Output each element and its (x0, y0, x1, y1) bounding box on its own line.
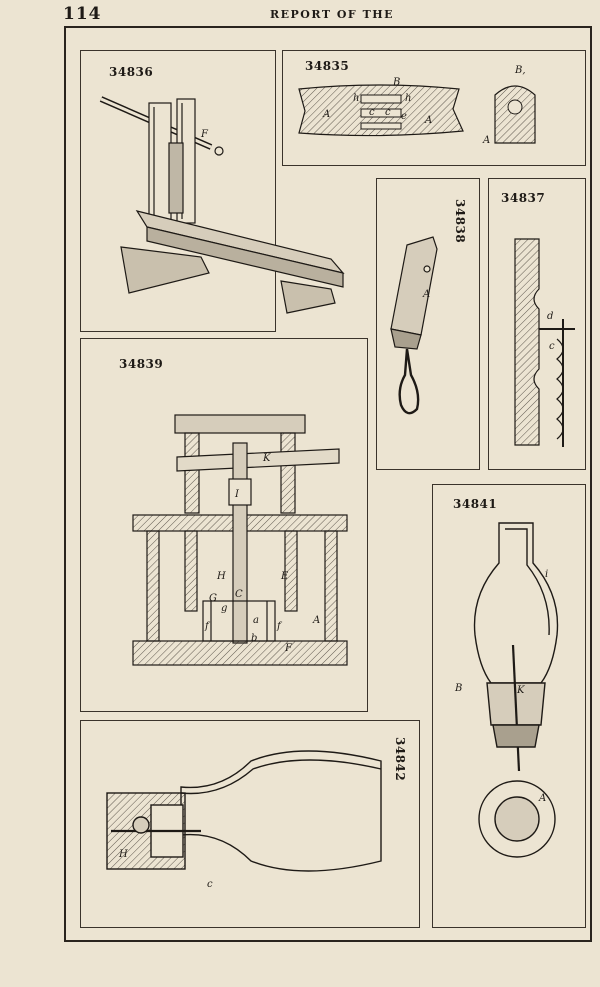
figure-34837-letter-d: d (547, 311, 553, 322)
figure-34841-letter-A: A (538, 793, 546, 804)
page-header: 114 REPORT OF THE (0, 0, 600, 28)
figure-34837-number: 34837 (501, 191, 546, 205)
figure-34838-letter-A: A (422, 289, 430, 300)
figure-34835-number: 34835 (305, 59, 350, 73)
figure-34839-letter-C: C (235, 589, 243, 600)
figure-34839-letter-K: K (262, 453, 271, 464)
figure-34835-letter-e: e (401, 111, 407, 122)
figure-34841-letter-B: B (454, 683, 462, 694)
figure-34835-letter-h-2: h (405, 93, 411, 104)
figure-34839-letter-G: G (209, 593, 217, 604)
figure-34841-number: 34841 (453, 497, 498, 511)
figure-34839-letter-E: E (280, 571, 289, 582)
figure-34838-panel: 34838 A (376, 178, 480, 470)
figure-34835-letter-c-2: c (385, 107, 391, 118)
figure-34842-panel: 34842 H c (80, 720, 420, 928)
figure-34835-letter-c-1: c (369, 107, 375, 118)
figure-34839-number: 34839 (119, 357, 164, 371)
figure-34836-drawing: F (99, 96, 345, 314)
figure-34839-letter-f-2: f (276, 621, 283, 632)
figure-34836-number: 34836 (109, 65, 154, 79)
figure-34839-letter-F: F (284, 643, 293, 654)
figure-34842-drawing: H c (106, 750, 382, 890)
figure-34835-letter-h-1: h (353, 93, 359, 104)
figure-34836-letter-F: F (200, 129, 209, 140)
figure-34841-letter-K: K (516, 685, 525, 696)
figure-34839-panel: 34839 K I H C E G (80, 338, 368, 712)
figure-34841-drawing: i B K A (454, 522, 559, 858)
figure-34839-letter-f-1: f (204, 621, 211, 632)
figure-34837-letter-c: c (549, 341, 555, 352)
figure-34839-letter-g: g (221, 603, 227, 614)
figure-34839-letter-a: a (253, 615, 259, 626)
figure-34842-letter-c: c (207, 879, 213, 890)
illustration-plate: 34836 F 34835 (64, 26, 592, 942)
figure-34835-drawing: B B, A A h h c c e A (298, 65, 536, 146)
figure-34835-panel: 34835 B B, A A h h c c e A (282, 50, 586, 166)
figure-34837-panel: 34837 d c (488, 178, 586, 470)
figure-34842-letter-H: H (118, 849, 128, 860)
figure-34841-panel: 34841 i B K A (432, 484, 586, 928)
figure-34841-letter-i: i (545, 569, 548, 580)
figure-34835-letter-A-2: A (424, 115, 432, 126)
running-title: REPORT OF THE (270, 8, 395, 21)
figure-34842-number: 34842 (393, 737, 407, 782)
figure-34835-letter-A-3: A (482, 135, 490, 146)
figure-34837-drawing: d c (514, 238, 575, 447)
figure-34838-drawing: A (390, 236, 438, 415)
figure-34839-letter-I: I (234, 489, 240, 500)
page-number: 114 (63, 4, 102, 24)
figure-34835-letter-A-1: A (322, 109, 330, 120)
figure-34839-letter-b: b (251, 633, 257, 644)
figure-34839-drawing: K I H C E G g a f f A b F (132, 414, 348, 666)
figure-34839-letter-A: A (312, 615, 320, 626)
figure-34835-letter-B: B (392, 77, 400, 88)
figure-34839-letter-H: H (216, 571, 226, 582)
figure-34838-number: 34838 (453, 199, 467, 244)
figure-34836-panel: 34836 F (80, 50, 345, 332)
figure-34835-letter-B-prime: B, (514, 65, 526, 76)
